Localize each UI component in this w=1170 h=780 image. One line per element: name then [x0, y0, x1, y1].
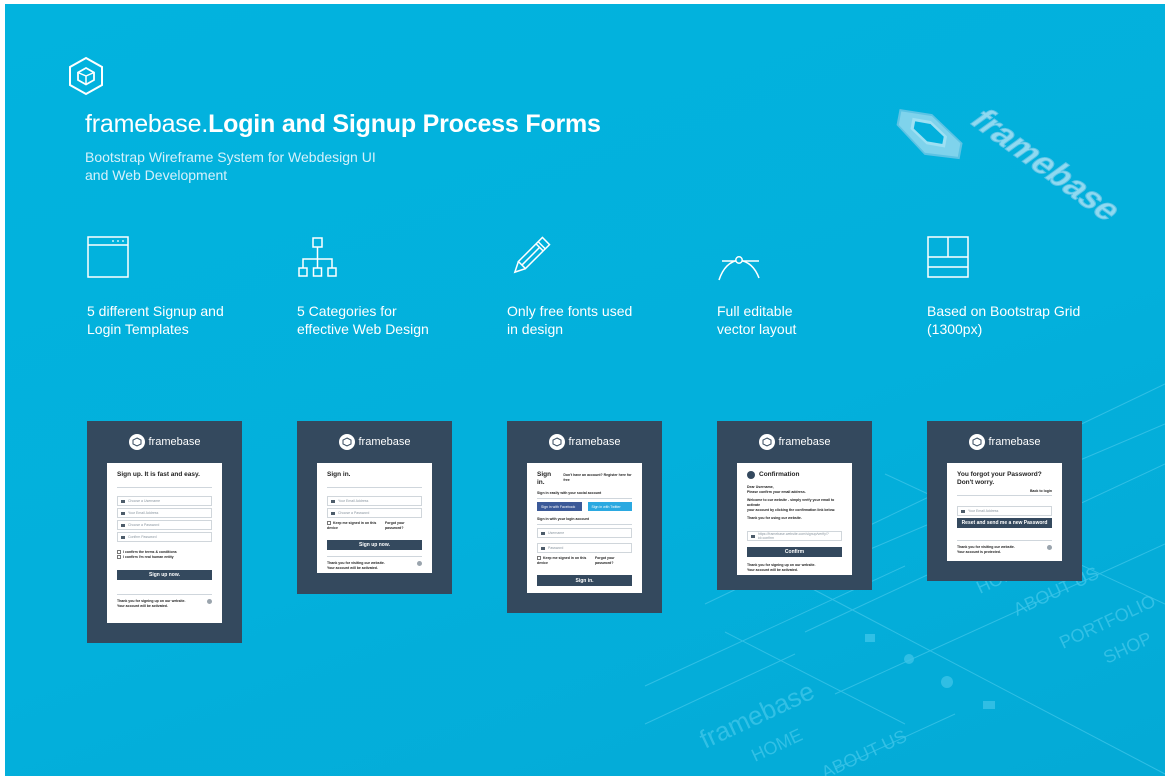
bezier-curve-icon: [718, 256, 760, 281]
link-icon: [751, 534, 755, 538]
svg-text:PORTFOLIO: PORTFOLIO: [1056, 591, 1158, 653]
card-brand: framebase: [717, 421, 872, 463]
username-field[interactable]: Username: [537, 528, 632, 538]
lock-icon: [331, 511, 335, 515]
title-brand: framebase.: [85, 110, 209, 138]
forgot-password-form: You forgot your Password?Don't worry. Ba…: [947, 463, 1062, 561]
confirmation-icon: [747, 471, 755, 479]
social-signin-form: Sign in. Don't have an account? Register…: [527, 463, 642, 593]
gear-icon: [1047, 545, 1052, 550]
confirmation-form: Confirmation Dear Username,Please confir…: [737, 463, 852, 575]
gear-icon: [207, 599, 212, 604]
form-footer: Thank you for visiting our website.Your …: [957, 540, 1052, 555]
title-main: Login and Signup Process Forms: [208, 110, 601, 138]
browser-window-icon: [87, 236, 129, 278]
subtitle-line-2: and Web Development: [85, 167, 228, 183]
lock-icon: [121, 523, 125, 527]
form-title: Sign in.: [537, 471, 552, 486]
human-checkbox[interactable]: I confirm I'm real human entity: [117, 555, 212, 560]
form-title: You forgot your Password?Don't worry.: [957, 471, 1042, 486]
email-field[interactable]: Your Email Address: [957, 506, 1052, 516]
card-brand: framebase: [927, 421, 1082, 463]
signin-button[interactable]: Sign up now.: [327, 540, 422, 550]
framebase-logo-icon: [338, 434, 355, 450]
envelope-icon: [961, 509, 965, 513]
twitter-signin-button[interactable]: Sign in with Twitter: [587, 502, 632, 511]
signin-template-card: framebase Sign in. Your Email Address Ch…: [297, 421, 452, 594]
forgot-password-link[interactable]: Forgot your password?: [384, 521, 405, 530]
sitemap-icon: [298, 237, 337, 277]
signup-template-card: framebase Sign up. It is fast and easy. …: [87, 421, 242, 643]
card-brand: framebase: [87, 421, 242, 463]
hero-banner: HOME ABOUT US PORTFOLIO SHOP HOME ABOUT …: [5, 4, 1165, 776]
social-signin-template-card: framebase Sign in. Don't have an account…: [507, 421, 662, 613]
framebase-logo-icon: [968, 434, 985, 450]
signup-button[interactable]: Sign up now.: [117, 570, 212, 580]
card-brand: framebase: [297, 421, 452, 463]
svg-text:SHOP: SHOP: [1100, 628, 1155, 668]
email-field[interactable]: Your Email Address: [327, 496, 422, 506]
grid-layout-icon: [927, 236, 969, 278]
framebase-logo-icon: [548, 434, 565, 450]
svg-text:HOME: HOME: [748, 725, 805, 766]
feature-text: Based on Bootstrap Grid(1300px): [927, 303, 1081, 337]
remember-checkbox[interactable]: Keep me signed in on this device: [327, 521, 377, 530]
password-field[interactable]: Password: [537, 543, 632, 553]
confirm-button[interactable]: Confirm: [747, 547, 842, 557]
confirm-password-field[interactable]: Confirm Password: [117, 532, 212, 542]
username-field[interactable]: Choose a Username: [117, 496, 212, 506]
subtitle-line-1: Bootstrap Wireframe System for Webdesign…: [85, 149, 376, 165]
envelope-icon: [331, 499, 335, 503]
svg-text:ABOUT US: ABOUT US: [818, 726, 910, 776]
framebase-logo-icon: [758, 434, 775, 450]
register-link[interactable]: Don't have an account? Register here for…: [563, 473, 632, 482]
isometric-framebase-logo: framebase: [896, 103, 1132, 227]
feature-grid: Based on Bootstrap Grid(1300px): [927, 234, 1117, 338]
envelope-icon: [121, 511, 125, 515]
form-footer: Thank you for signing up on our website.…: [117, 594, 212, 609]
svg-text:framebase: framebase: [961, 103, 1131, 226]
form-title: Sign in.: [327, 471, 351, 478]
form-title: Confirmation: [759, 471, 800, 478]
card-brand: framebase: [507, 421, 662, 463]
page-subtitle: Bootstrap Wireframe System for Webdesign…: [85, 148, 415, 184]
back-to-login-link[interactable]: Back to login: [957, 489, 1052, 496]
signin-form: Sign in. Your Email Address Choose a Pas…: [317, 463, 432, 573]
user-icon: [541, 531, 545, 535]
password-field[interactable]: Choose a Password: [117, 520, 212, 530]
hexagon-cube-icon: [69, 56, 103, 96]
lock-icon: [541, 546, 545, 550]
framebase-logo-icon: [128, 434, 145, 450]
confirmation-template-card: framebase Confirmation Dear Username,Ple…: [717, 421, 872, 590]
svg-text:framebase: framebase: [695, 675, 819, 754]
form-footer: Thank you for visiting our website.Your …: [327, 556, 422, 571]
confirmation-link-field[interactable]: https://framebase.website.com/signup/ver…: [747, 531, 842, 541]
email-field[interactable]: Your Email Address: [117, 508, 212, 518]
reset-password-button[interactable]: Reset and send me a new Password: [957, 518, 1052, 528]
facebook-signin-button[interactable]: Sign in with Facebook: [537, 502, 582, 511]
signup-form: Sign up. It is fast and easy. Choose a U…: [107, 463, 222, 623]
terms-checkbox[interactable]: I confirm the terms & conditions: [117, 550, 212, 555]
forgot-password-link[interactable]: Forgot your password?: [594, 556, 615, 565]
pencil-icon: [513, 236, 551, 274]
signin-button[interactable]: Sign in.: [537, 575, 632, 586]
divider: [327, 487, 422, 488]
gear-icon: [417, 561, 422, 566]
page-title: framebase.Login and Signup Process Forms: [85, 110, 601, 139]
form-title: Sign up. It is fast and easy.: [117, 471, 200, 478]
divider: [117, 487, 212, 488]
password-field[interactable]: Choose a Password: [327, 508, 422, 518]
lock-icon: [121, 535, 125, 539]
forgot-password-template-card: framebase You forgot your Password?Don't…: [927, 421, 1082, 581]
user-icon: [121, 499, 125, 503]
remember-checkbox[interactable]: Keep me signed in on this device: [537, 556, 587, 565]
